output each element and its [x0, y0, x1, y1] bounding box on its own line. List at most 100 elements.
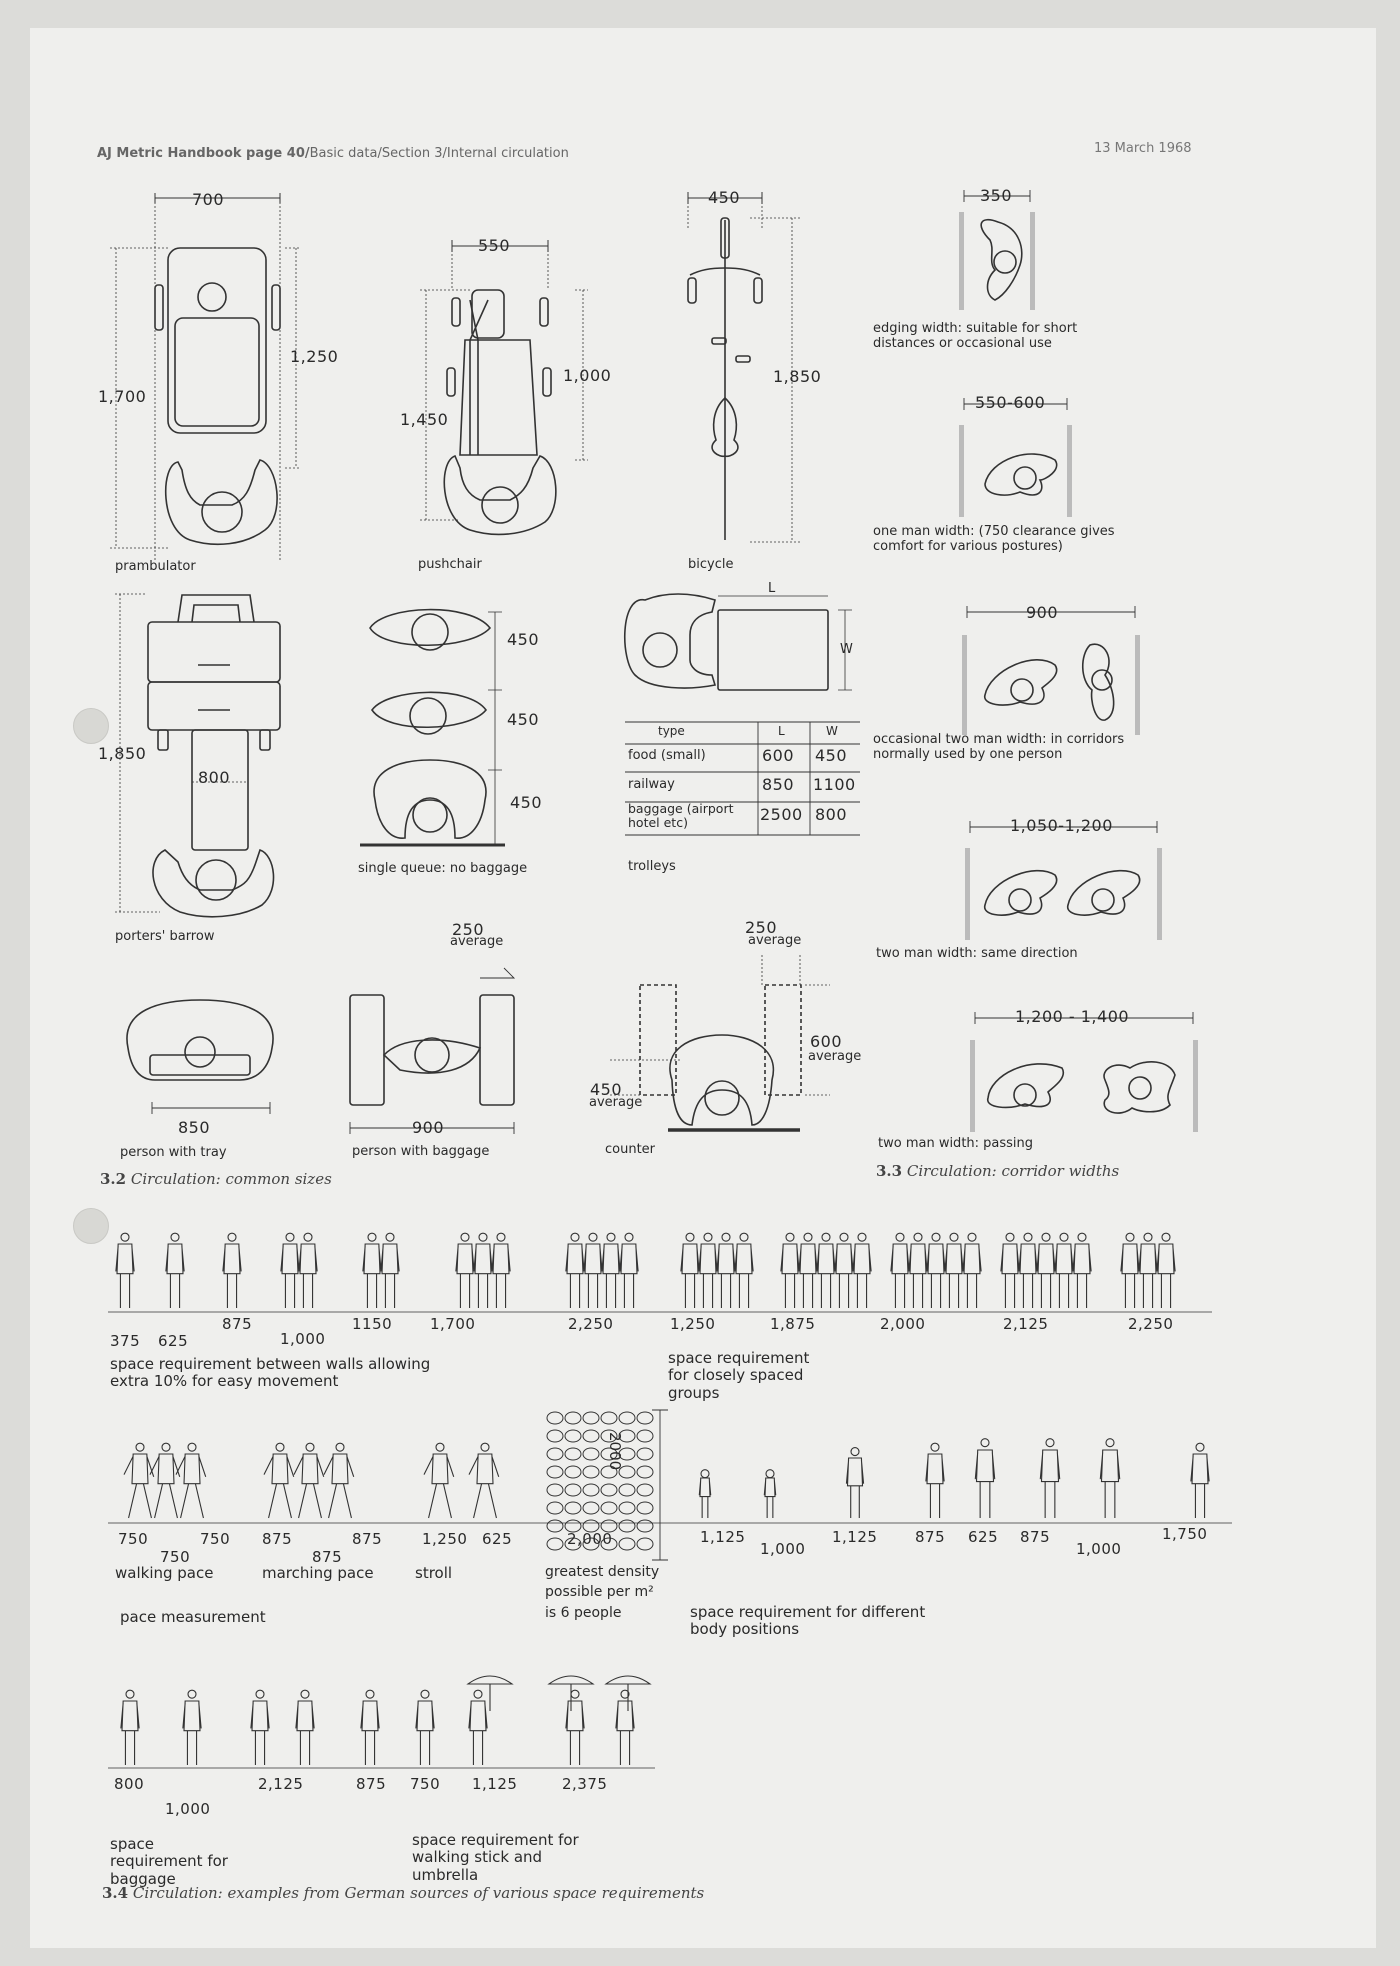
density-person [546, 1537, 564, 1551]
density-person [618, 1483, 636, 1497]
dimension-label: 750 [160, 1548, 191, 1566]
density-person [546, 1411, 564, 1425]
baggage-drawing [349, 967, 516, 1134]
caption-number: 3.3 [876, 1162, 903, 1180]
person-figure [716, 1232, 736, 1308]
punch-hole [73, 1208, 109, 1244]
dimension-label: 1,250 [670, 1315, 716, 1333]
person-figure [798, 1232, 818, 1308]
dimension-label: 2,000 [567, 1530, 613, 1548]
person-figure [1039, 1438, 1061, 1518]
person-figure [468, 1442, 500, 1519]
dimension-label: 1,125 [472, 1775, 518, 1793]
bag-note: space requirement for baggage [110, 1835, 228, 1888]
density-person [564, 1537, 582, 1551]
umbrella-icon [547, 1675, 595, 1711]
density-person [582, 1519, 600, 1533]
density-person [546, 1465, 564, 1479]
density-person [636, 1429, 654, 1443]
person-figure [925, 1442, 945, 1518]
person-figure [1099, 1438, 1121, 1518]
person-figure [698, 1232, 718, 1308]
person-figure [298, 1232, 318, 1308]
pram-height-2: 1,700 [98, 387, 147, 406]
density-person [582, 1465, 600, 1479]
dimension-label: 875 [312, 1548, 343, 1566]
counter-left: 450 [590, 1080, 623, 1099]
pushchair-width: 550 [478, 236, 511, 255]
density-person [582, 1447, 600, 1461]
density-person [546, 1501, 564, 1515]
person-figure [250, 1689, 270, 1765]
density-person [564, 1411, 582, 1425]
table-row-type: baggage (airport hotel etc) [628, 801, 734, 831]
density-person [600, 1519, 618, 1533]
barrow-label: porters' barrow [115, 929, 215, 944]
barrow-height: 1,850 [98, 744, 147, 763]
person-figure [583, 1232, 603, 1308]
walking-figures [123, 1438, 1210, 1519]
dimension-label: 2,375 [562, 1775, 608, 1793]
person-figure [360, 1689, 380, 1765]
person-figure [362, 1232, 382, 1308]
table-row-type: railway [628, 777, 675, 792]
person-figure [455, 1232, 475, 1308]
density-person [564, 1519, 582, 1533]
density-person [564, 1447, 582, 1461]
counter-right-2: average [808, 1049, 862, 1064]
density-person [600, 1447, 618, 1461]
density-person [600, 1465, 618, 1479]
dimension-label: 875 [915, 1528, 946, 1546]
corridor-dim: 550-600 [975, 393, 1046, 412]
corridor-dim: 350 [980, 186, 1013, 205]
dimension-label: 1,750 [1162, 1525, 1208, 1543]
person-figure [293, 1442, 325, 1519]
trolley-drawing [623, 593, 860, 836]
dimension-label: 1,000 [280, 1330, 326, 1348]
dimension-label: 1,250 [422, 1530, 468, 1548]
tray-label: person with tray [120, 1145, 227, 1160]
pushchair-label: pushchair [418, 557, 482, 572]
density-person [564, 1501, 582, 1515]
caption-3-2: 3.2 Circulation: common sizes [100, 1170, 332, 1188]
table-row-W: 1100 [813, 775, 856, 794]
dimension-label: 1150 [352, 1315, 393, 1333]
pram-label: prambulator [115, 559, 196, 574]
queue-dim-2: 450 [507, 710, 540, 729]
density-person [636, 1465, 654, 1479]
dimension-label: 375 [110, 1332, 141, 1350]
walls-note: space requirement between walls allowing… [110, 1355, 431, 1391]
person-figure [123, 1442, 155, 1519]
trolleys-label: trolleys [628, 859, 676, 874]
baggage-figures [120, 1675, 652, 1765]
dimension-label: 2,250 [1128, 1315, 1174, 1333]
person-figure [165, 1232, 185, 1308]
person-figure [415, 1689, 435, 1765]
person-figure [1018, 1232, 1038, 1308]
dimension-label: 2,000 [880, 1315, 926, 1333]
dimension-label: 875 [1020, 1528, 1051, 1546]
density-dim: 2000 [606, 1432, 624, 1471]
corridor-note: two man width: passing [878, 1136, 1034, 1151]
density-person [582, 1429, 600, 1443]
density-person [618, 1537, 636, 1551]
dimension-label: 875 [222, 1315, 253, 1333]
header-date: 13 March 1968 [1094, 141, 1192, 156]
dimension-label: 2,125 [1003, 1315, 1049, 1333]
table-header-L: L [778, 724, 785, 738]
corridor-note: one man width: (750 clearance gives comf… [873, 524, 1115, 554]
dimension-label: 750 [410, 1775, 441, 1793]
density-person [546, 1519, 564, 1533]
table-header-type: type [658, 724, 685, 738]
person-figure [423, 1442, 455, 1519]
person-figure [115, 1232, 135, 1308]
density-person [618, 1465, 636, 1479]
corridor-note: edging width: suitable for short distanc… [873, 321, 1078, 351]
corridor-note: occasional two man width: in corridors n… [873, 732, 1125, 762]
dimension-label: 2,125 [258, 1775, 304, 1793]
dimension-label: 1,000 [760, 1540, 806, 1558]
density-person [546, 1447, 564, 1461]
person-figure [120, 1689, 140, 1765]
bicycle-width: 450 [708, 188, 741, 207]
pram-drawing [110, 193, 300, 560]
